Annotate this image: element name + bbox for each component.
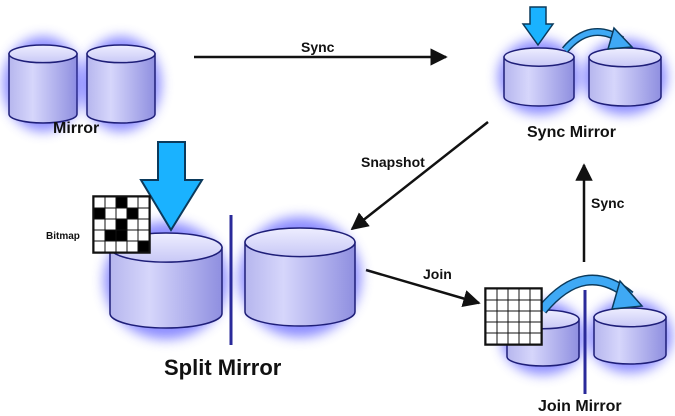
bitmap-cell — [507, 310, 520, 323]
join-curve-arrow-icon — [537, 274, 644, 314]
bitmap-cell — [529, 332, 542, 345]
bitmap-cell — [507, 299, 520, 312]
bitmap-cell — [137, 240, 150, 253]
bitmap-cell — [529, 310, 542, 323]
bitmap-cell — [496, 288, 509, 301]
sync-right-label: Sync — [591, 195, 625, 211]
bitmap-cell — [529, 288, 542, 301]
join-mirror-label: Join Mirror — [538, 398, 622, 415]
bitmap-cell — [93, 229, 106, 242]
sync-top-label: Sync — [301, 39, 335, 55]
bitmap-cell — [115, 229, 128, 242]
snapshot-arrow — [350, 121, 489, 231]
bitmap-cell — [518, 288, 531, 301]
bitmap-cell — [93, 218, 106, 231]
bitmap-cell — [126, 218, 139, 231]
replicate-curve-arrow-icon — [561, 26, 634, 53]
bitmap-cell — [507, 321, 520, 334]
bitmap-cell — [518, 332, 531, 345]
bitmap-cell — [485, 332, 498, 345]
bitmap-cell — [126, 207, 139, 220]
join-arrow — [365, 268, 481, 307]
split-mirror-disk-2 — [239, 216, 361, 338]
bitmap-cell — [496, 332, 509, 345]
bitmap-cell — [496, 299, 509, 312]
bitmap-cell — [93, 207, 106, 220]
mirror-disk-1 — [3, 36, 83, 132]
snapshot-label: Snapshot — [361, 154, 425, 170]
bitmap-cell — [126, 229, 139, 242]
bitmap-cell — [126, 196, 139, 209]
bitmap-cell — [115, 240, 128, 253]
bitmap-cell — [137, 229, 150, 242]
sync-mirror-disk-1 — [498, 39, 580, 115]
sync-mirror-label: Sync Mirror — [527, 124, 616, 141]
mirror-disk-2 — [81, 36, 161, 132]
bitmap-cell — [126, 240, 139, 253]
write-arrow-icon — [521, 6, 555, 47]
bitmap-cell — [485, 321, 498, 334]
bitmap-cell — [529, 321, 542, 334]
bitmap-cell — [104, 229, 117, 242]
bitmap-cell — [507, 332, 520, 345]
disk-group — [3, 36, 672, 375]
split-mirror-label: Split Mirror — [164, 355, 282, 380]
bitmap-cell — [518, 310, 531, 323]
mirror-label: Mirror — [53, 120, 99, 137]
bitmap-cell — [104, 207, 117, 220]
sync-mirror-disk-2 — [583, 39, 667, 115]
write-arrow-large-icon — [139, 141, 204, 232]
bitmap-cell — [496, 310, 509, 323]
connector-arrows — [194, 48, 593, 307]
bitmap-cell — [529, 299, 542, 312]
bitmap-cell — [115, 218, 128, 231]
bitmap-cell — [115, 196, 128, 209]
join-mirror-disk-2 — [588, 299, 672, 373]
bitmap-cell — [104, 196, 117, 209]
bitmap-label: Bitmap — [46, 231, 80, 242]
bitmap-grid — [92, 195, 151, 254]
bitmap-cell — [137, 207, 150, 220]
bitmap-cell — [485, 310, 498, 323]
bitmap-cell — [518, 321, 531, 334]
bitmap-cell — [93, 240, 106, 253]
bitmap-cell — [137, 218, 150, 231]
bitmap-cell — [137, 196, 150, 209]
bitmap-cell — [496, 321, 509, 334]
bitmap-cell — [518, 299, 531, 312]
join-bitmap-grid — [484, 287, 543, 346]
join-label: Join — [423, 266, 452, 282]
bitmap-cell — [104, 240, 117, 253]
bitmap-cell — [93, 196, 106, 209]
bitmap-cell — [115, 207, 128, 220]
bitmap-cell — [104, 218, 117, 231]
bitmap-cell — [507, 288, 520, 301]
bitmap-cell — [485, 299, 498, 312]
bitmap-cell — [485, 288, 498, 301]
